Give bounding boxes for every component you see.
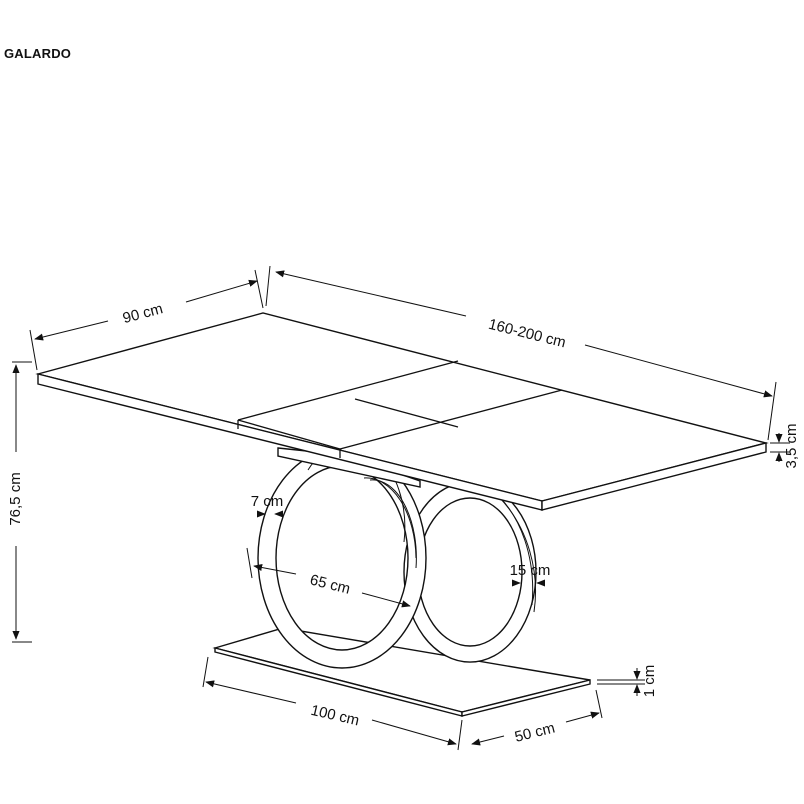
table-top bbox=[35, 312, 769, 511]
base-plate bbox=[212, 627, 591, 717]
dimension-base-length bbox=[202, 656, 463, 751]
dimension-height bbox=[12, 361, 32, 643]
dim-label-length-top: 160-200 cm bbox=[487, 316, 568, 352]
dimension-depth-top bbox=[29, 269, 264, 371]
dim-label-ring-thickness: 7 cm bbox=[251, 493, 284, 510]
dim-label-height: 76,5 cm bbox=[7, 472, 24, 525]
dim-label-base-thickness: 1 cm bbox=[641, 665, 658, 698]
dimension-base-depth bbox=[471, 689, 603, 746]
dimension-top-thickness bbox=[770, 433, 790, 462]
dim-label-ring-width: 15 cm bbox=[510, 562, 551, 579]
product-title: GALARDO bbox=[4, 46, 72, 61]
dimension-length-top bbox=[265, 265, 777, 441]
dim-label-ring-diameter: 65 cm bbox=[308, 571, 352, 597]
dimension-ring-diameter bbox=[246, 547, 411, 608]
dim-label-base-depth: 50 cm bbox=[513, 719, 557, 745]
dim-label-top-thickness: 3,5 cm bbox=[783, 423, 800, 468]
dimension-base-thickness bbox=[597, 668, 645, 696]
dim-label-base-length: 100 cm bbox=[309, 702, 361, 730]
dim-label-depth-top: 90 cm bbox=[121, 300, 165, 327]
